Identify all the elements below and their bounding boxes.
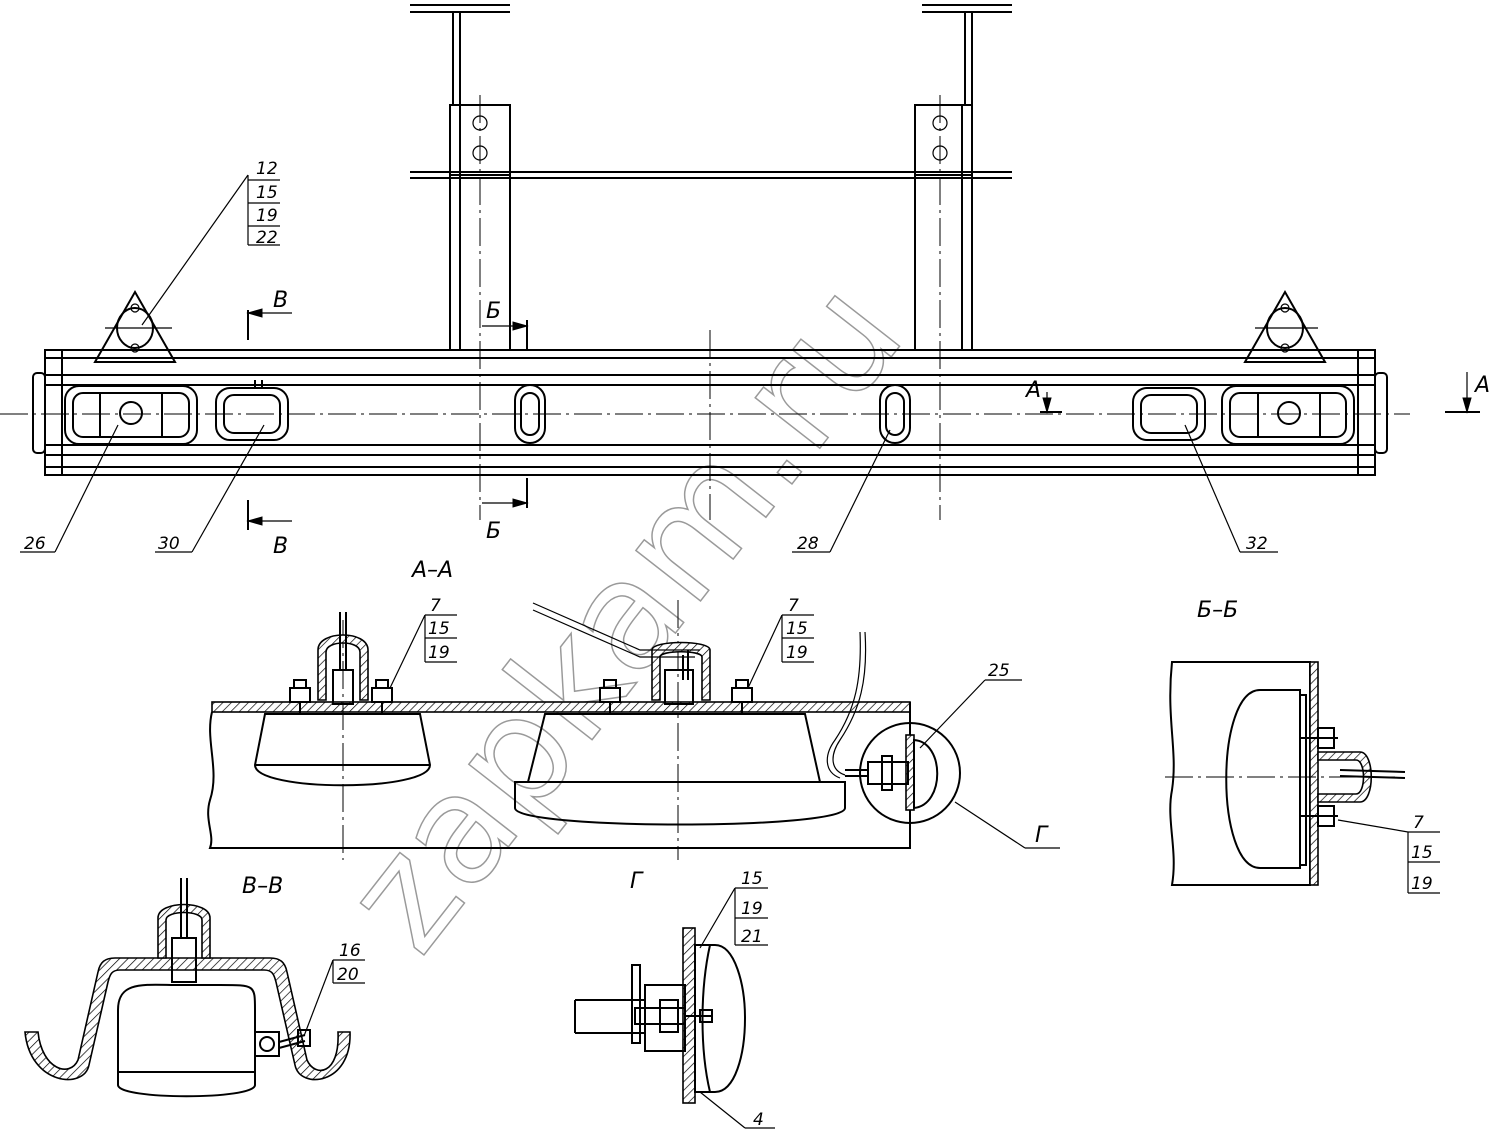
callout-stack-aa-right: 7 15 19 [786, 596, 808, 663]
section-title-bb: Б–Б [1197, 598, 1238, 623]
callout-stack-aa-left: 7 15 19 [428, 596, 450, 663]
leaders-g [699, 887, 775, 1129]
lamp-30 [215, 380, 289, 441]
section-aa [207, 600, 961, 860]
reflector-right [1243, 289, 1327, 363]
upper-frame [410, 4, 1012, 520]
lamp-28-left [514, 384, 546, 444]
cut-label-b-bottom: Б [486, 519, 501, 544]
cut-line-v [246, 308, 1480, 530]
lamp-32 [1132, 387, 1206, 441]
svg-text:21: 21 [741, 927, 763, 947]
leaders-aa [389, 614, 1060, 849]
callout-25: 25 [988, 661, 1010, 681]
lamp-26 [64, 385, 198, 445]
svg-text:7: 7 [1413, 813, 1424, 833]
lamp-right-combo [1221, 385, 1355, 445]
svg-text:15: 15 [1411, 843, 1433, 863]
leaders-vv [303, 959, 365, 1037]
svg-text:7: 7 [430, 596, 441, 616]
section-title-vv: В–В [242, 874, 283, 899]
leaders-bb [1337, 819, 1440, 894]
svg-text:19: 19 [741, 899, 763, 919]
section-title-aa: А–А [410, 558, 453, 583]
reflector-left [93, 289, 177, 363]
watermark: zapkam.ru [311, 250, 936, 982]
svg-text:15: 15 [741, 869, 763, 889]
svg-text:19: 19 [1411, 874, 1433, 894]
lamp-28-right [879, 384, 911, 444]
callout-stack-g: 15 19 21 [741, 869, 763, 947]
callout-4: 4 [753, 1110, 764, 1130]
cut-label-a-right: А [1473, 373, 1490, 398]
cut-label-b-top: Б [486, 299, 501, 324]
callout-28: 28 [797, 534, 819, 554]
callout-30: 30 [158, 534, 180, 554]
svg-text:19: 19 [256, 206, 278, 226]
cut-label-v-bottom: В [273, 534, 288, 559]
svg-text:15: 15 [256, 183, 278, 203]
cut-label-a-mid: А [1024, 378, 1041, 403]
svg-text:15: 15 [428, 619, 450, 639]
svg-text:7: 7 [788, 596, 799, 616]
leaders-main [20, 174, 1278, 553]
svg-text:22: 22 [256, 228, 278, 248]
callout-26: 26 [24, 534, 46, 554]
svg-text:19: 19 [786, 643, 808, 663]
section-vv [24, 878, 351, 1098]
svg-text:16: 16 [339, 941, 361, 961]
svg-text:20: 20 [337, 965, 359, 985]
svg-text:15: 15 [786, 619, 808, 639]
svg-text:12: 12 [256, 159, 278, 179]
main-beam [0, 330, 1410, 520]
detail-g [574, 927, 747, 1104]
svg-text:19: 19 [428, 643, 450, 663]
cut-label-v-top: В [273, 288, 288, 313]
callout-stack-vv: 16 20 [337, 941, 361, 985]
section-title-g: Г [630, 869, 644, 894]
callout-stack-bb: 7 15 19 [1411, 813, 1433, 894]
callout-32: 32 [1246, 534, 1268, 554]
section-bb [1165, 661, 1406, 886]
callout-stack-top: 12 15 19 22 [256, 159, 278, 248]
cut-label-g-callout: Г [1035, 823, 1049, 848]
